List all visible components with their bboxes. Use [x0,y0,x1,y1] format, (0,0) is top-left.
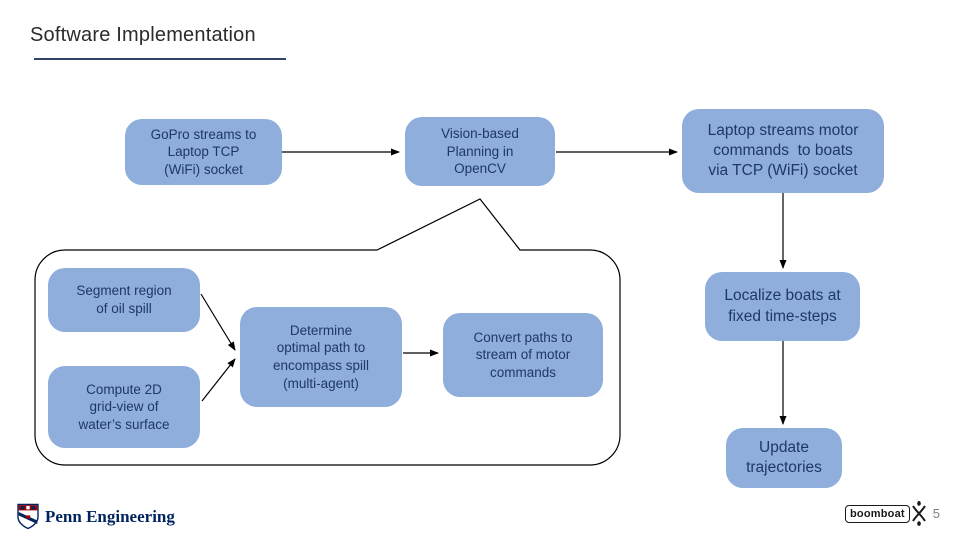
node-compute-gridview: Compute 2D grid-view of water’s surface [48,366,200,448]
node-localize-boats: Localize boats at fixed time-steps [705,272,860,341]
penn-shield-icon [17,503,39,530]
title-underline [34,58,286,60]
penn-engineering-label: Penn Engineering [45,506,175,526]
boomboat-logo-group: boomboat 5 [845,500,940,527]
node-update-trajectories: Update trajectories [726,428,842,488]
node-laptop-streams: Laptop streams motor commands to boats v… [682,109,884,193]
slide-page-number: 5 [932,506,940,521]
node-convert-paths: Convert paths to stream of motor command… [443,313,603,397]
node-segment-region: Segment region of oil spill [48,268,200,332]
node-determine-path: Determine optimal path to encompass spil… [240,307,402,407]
node-vision-planning: Vision-based Planning in OpenCV [405,117,555,186]
callout-outline [34,198,621,466]
arrow-segment-to-determine [200,293,236,351]
penn-engineering-logo: Penn Engineering [16,503,175,530]
arrow-compute-to-determine [201,358,236,402]
node-gopro-streams: GoPro streams to Laptop TCP (WiFi) socke… [125,119,282,185]
boomboat-x-icon [911,501,926,526]
slide-title: Software Implementation [30,24,256,46]
boomboat-logo: boomboat [845,504,910,523]
